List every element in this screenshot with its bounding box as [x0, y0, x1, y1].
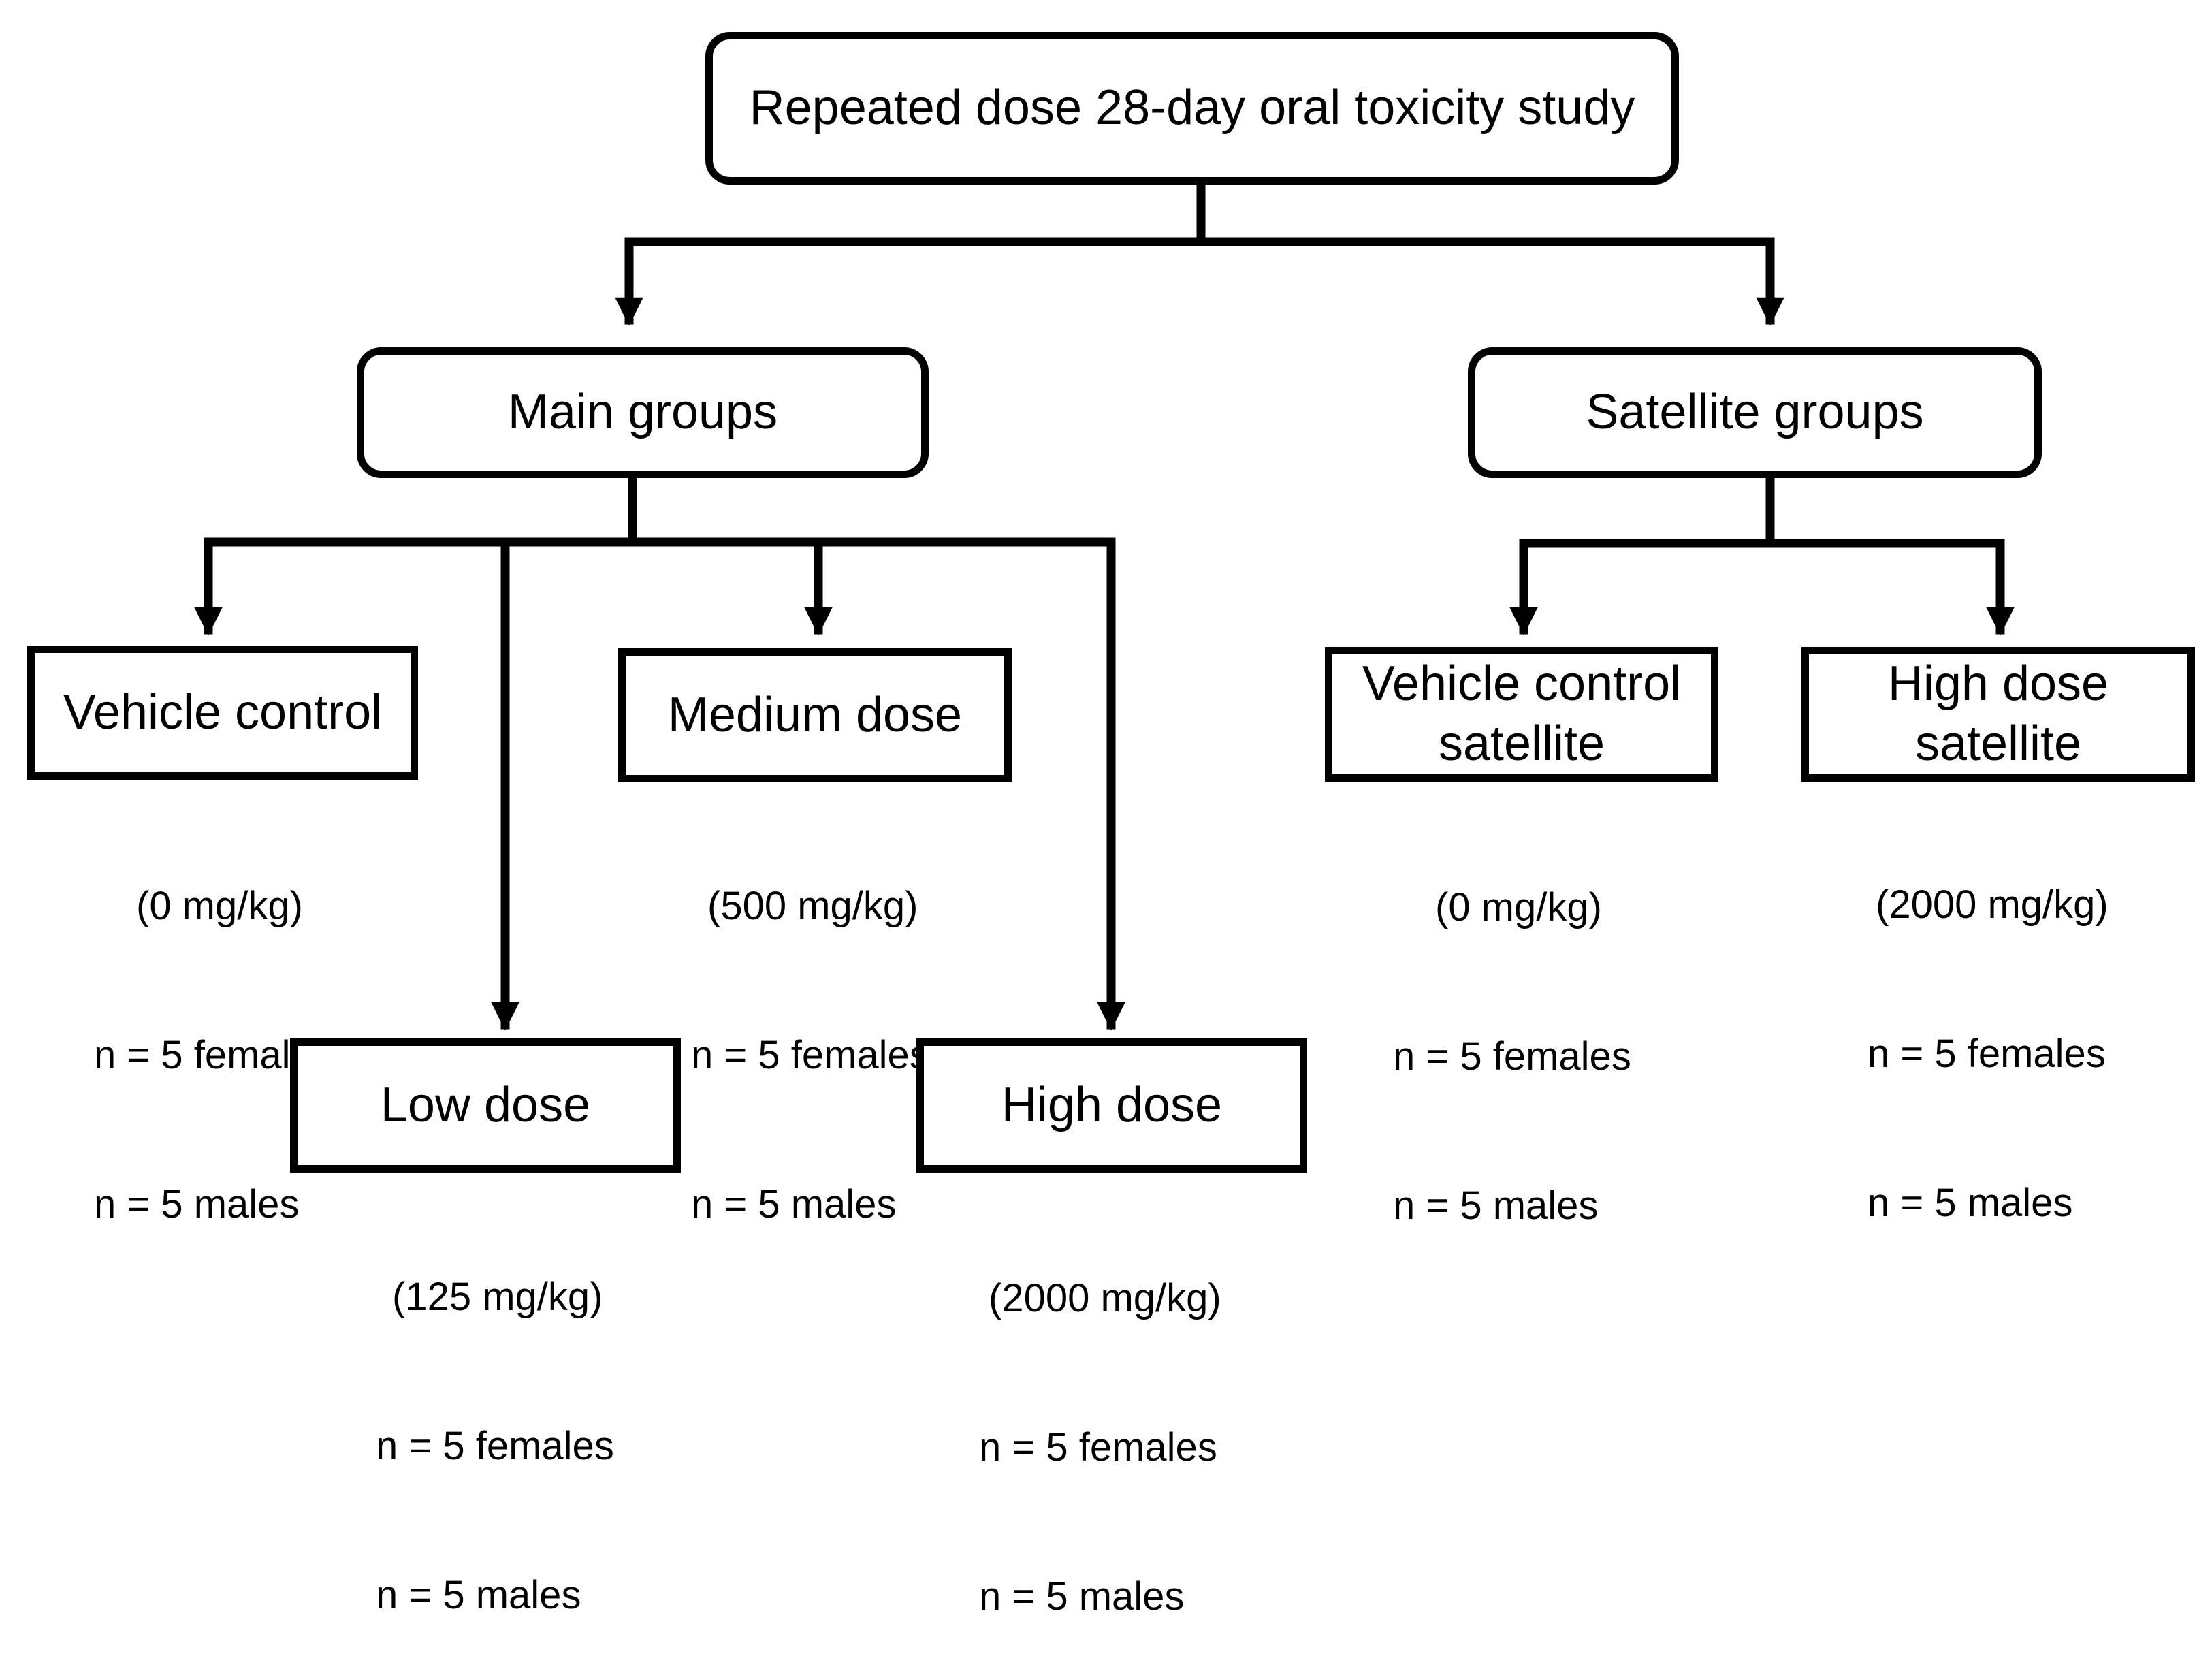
high-dose-males: n = 5 males	[979, 1574, 1185, 1619]
vehicle-control-satellite-details: (0 mg/kg) n = 5 females n = 5 males	[1393, 783, 1631, 1280]
vehicle-control-label: Vehicle control	[63, 684, 383, 739]
satellite-groups-connector	[1519, 472, 2005, 548]
high-dose-satellite-label-line1: High dose	[1887, 656, 2109, 712]
medium-dose-label: Medium dose	[667, 687, 963, 742]
high-dose-satellite-dose: (2000 mg/kg)	[1876, 882, 2109, 927]
high-dose-satellite-details: (2000 mg/kg) n = 5 females n = 5 males	[1868, 780, 2109, 1277]
vehicle-control-details: (0 mg/kg) n = 5 females n = 5 males	[94, 782, 332, 1279]
medium-dose-males: n = 5 males	[691, 1182, 897, 1226]
vehicle-control-node: Vehicle control	[27, 646, 418, 780]
vehicle-control-satellite-dose: (0 mg/kg)	[1435, 885, 1602, 929]
root-label: Repeated dose 28-day oral toxicity study	[749, 80, 1635, 136]
main-groups-node: Main groups	[357, 347, 929, 478]
low-dose-males: n = 5 males	[376, 1573, 581, 1617]
high-dose-dose: (2000 mg/kg)	[989, 1276, 1221, 1320]
medium-dose-females: n = 5 females	[691, 1033, 929, 1077]
medium-dose-node: Medium dose	[618, 648, 1012, 782]
low-dose-node: Low dose	[290, 1038, 681, 1173]
high-dose-satellite-females: n = 5 females	[1868, 1032, 2106, 1076]
low-dose-dose: (125 mg/kg)	[392, 1275, 603, 1319]
low-dose-details: (125 mg/kg) n = 5 females n = 5 males	[376, 1173, 614, 1670]
low-dose-label: Low dose	[380, 1077, 591, 1132]
main-groups-label: Main groups	[507, 385, 778, 440]
vehicle-control-satellite-label-line2: satellite	[1438, 716, 1605, 771]
root-node: Repeated dose 28-day oral toxicity study	[705, 32, 1679, 185]
high-dose-satellite-node: High dose satellite	[1801, 647, 2195, 782]
vehicle-control-satellite-females: n = 5 females	[1393, 1034, 1631, 1079]
vehicle-control-satellite-node: Vehicle control satellite	[1325, 647, 1718, 782]
main-groups-connector	[204, 472, 1116, 547]
high-dose-satellite-label: High dose satellite	[1888, 654, 2109, 774]
connector-lines	[194, 178, 2015, 1031]
low-dose-females: n = 5 females	[376, 1424, 614, 1468]
vehicle-control-dose: (0 mg/kg)	[136, 884, 303, 928]
high-dose-label: High dose	[1001, 1077, 1223, 1132]
medium-dose-dose: (500 mg/kg)	[707, 884, 918, 928]
vehicle-control-satellite-males: n = 5 males	[1393, 1183, 1599, 1228]
vehicle-control-males: n = 5 males	[94, 1182, 300, 1226]
satellite-groups-node: Satellite groups	[1468, 347, 2042, 478]
vehicle-control-satellite-label: Vehicle control satellite	[1362, 654, 1681, 774]
vehicle-control-satellite-label-line1: Vehicle control	[1362, 656, 1682, 712]
high-dose-satellite-label-line2: satellite	[1914, 716, 2082, 771]
high-dose-node: High dose	[916, 1038, 1307, 1173]
medium-dose-details: (500 mg/kg) n = 5 females n = 5 males	[691, 782, 929, 1279]
high-dose-details: (2000 mg/kg) n = 5 females n = 5 males	[979, 1174, 1221, 1671]
high-dose-females: n = 5 females	[979, 1425, 1217, 1469]
high-dose-satellite-males: n = 5 males	[1868, 1181, 2073, 1225]
root-connector	[624, 178, 1775, 246]
satellite-groups-label: Satellite groups	[1586, 385, 1924, 440]
